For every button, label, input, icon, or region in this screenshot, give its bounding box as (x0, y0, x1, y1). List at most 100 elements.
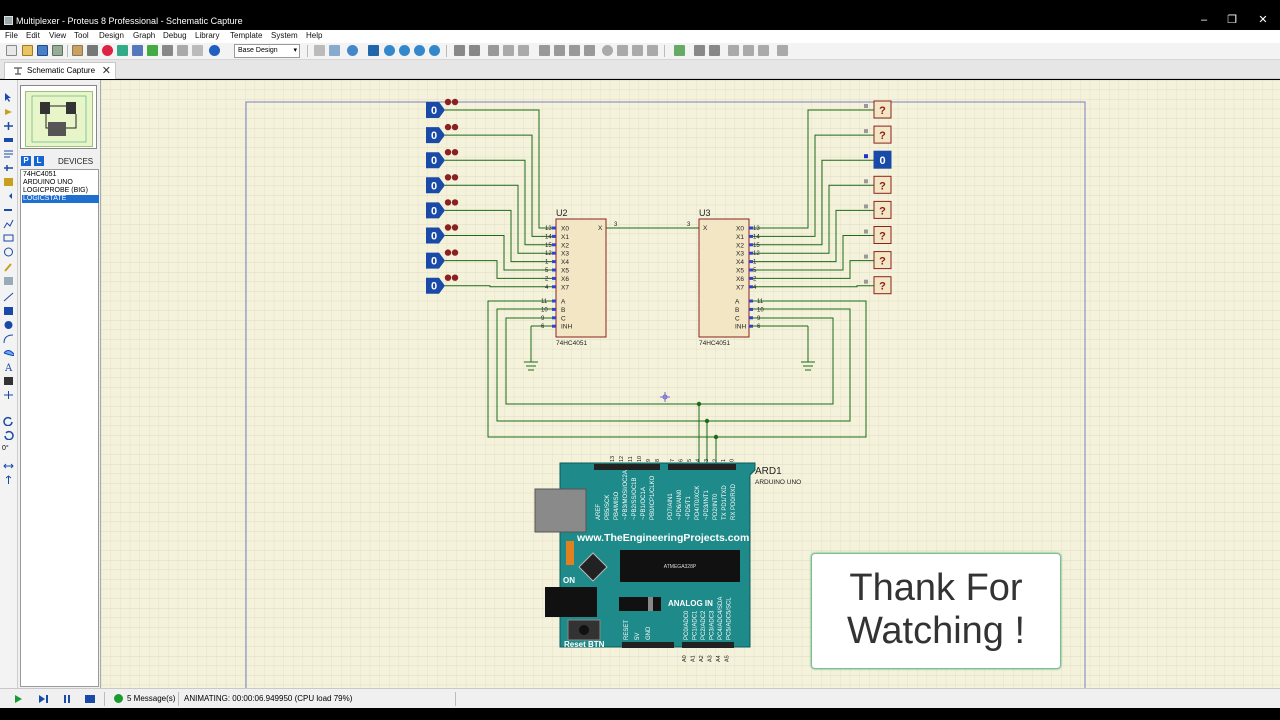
line-icon[interactable] (3, 292, 14, 302)
device-pin-icon[interactable] (3, 205, 14, 215)
arc-icon[interactable] (3, 334, 14, 344)
pick-device-icon[interactable] (602, 45, 613, 56)
graph-icon[interactable] (3, 219, 14, 229)
subcircuit-icon[interactable] (3, 177, 14, 187)
rotate-ccw-icon[interactable] (3, 430, 14, 440)
tape-recorder-icon[interactable] (3, 233, 14, 243)
messages-count[interactable]: 5 Message(s) (127, 694, 176, 703)
gerber-icon[interactable] (132, 45, 143, 56)
remove-sheet-icon[interactable] (743, 45, 754, 56)
copy-icon[interactable] (503, 45, 514, 56)
variant-select[interactable]: Base Design ▾ (234, 44, 300, 58)
path-icon[interactable] (3, 348, 14, 358)
pick-devices-button[interactable]: P (21, 156, 31, 166)
cut-icon[interactable] (488, 45, 499, 56)
import-icon[interactable] (52, 45, 63, 56)
overview-window[interactable] (20, 85, 97, 149)
junction-icon[interactable] (3, 121, 14, 131)
pause-icon[interactable] (61, 693, 73, 705)
new-file-icon[interactable] (6, 45, 17, 56)
save-icon[interactable] (37, 45, 48, 56)
menu-file[interactable]: File (5, 31, 18, 40)
library-manager-button[interactable]: L (34, 156, 44, 166)
device-list-item[interactable]: 74HC4051 (23, 171, 57, 178)
close-tab-icon[interactable]: ✕ (101, 65, 111, 77)
component-mode-icon[interactable] (3, 107, 14, 117)
refresh-icon[interactable] (314, 45, 325, 56)
wire-autorouter-icon[interactable] (674, 45, 685, 56)
packaging-icon[interactable] (632, 45, 643, 56)
search-tag-icon[interactable] (694, 45, 705, 56)
paste-icon[interactable] (518, 45, 529, 56)
text-icon[interactable]: A (3, 362, 14, 372)
device-list-item[interactable]: ARDUINO UNO (23, 179, 73, 186)
select-mode-icon[interactable] (3, 92, 14, 102)
device-list-item[interactable]: LOGICPROBE (BIG) (23, 187, 88, 194)
open-folder-icon[interactable] (22, 45, 33, 56)
menu-system[interactable]: System (271, 31, 298, 40)
mirror-y-icon[interactable] (3, 475, 14, 485)
menu-template[interactable]: Template (230, 31, 263, 40)
bus-icon[interactable] (3, 163, 14, 173)
zoom-out-icon[interactable] (399, 45, 410, 56)
play-icon[interactable] (12, 693, 24, 705)
help-icon[interactable] (209, 45, 220, 56)
source-code-icon[interactable] (177, 45, 188, 56)
symbol-icon[interactable] (3, 376, 14, 386)
terminal-icon[interactable] (3, 191, 14, 201)
arduino-uno[interactable]: ATMEGA328P www.TheEngineeringProjects.co… (534, 456, 801, 662)
menu-debug[interactable]: Debug (163, 31, 187, 40)
new-sheet-icon[interactable] (728, 45, 739, 56)
block-delete-icon[interactable] (584, 45, 595, 56)
maximize-button[interactable]: ❐ (1227, 14, 1237, 26)
3d-view-icon[interactable] (117, 45, 128, 56)
minimize-button[interactable]: – (1200, 14, 1208, 26)
rotate-cw-icon[interactable] (3, 416, 14, 426)
menu-view[interactable]: View (49, 31, 67, 40)
text-script-icon[interactable] (3, 149, 14, 159)
pcb-icon[interactable] (102, 45, 113, 56)
zoom-area-icon[interactable] (429, 45, 440, 56)
mirror-x-icon[interactable] (3, 461, 14, 471)
circle-icon[interactable] (3, 320, 14, 330)
zoom-in-icon[interactable] (384, 45, 395, 56)
home-icon[interactable] (72, 45, 83, 56)
block-move-icon[interactable] (554, 45, 565, 56)
block-rotate-icon[interactable] (569, 45, 580, 56)
rotation-field[interactable]: 0° (2, 445, 9, 452)
origin-icon[interactable] (347, 45, 358, 56)
menu-design[interactable]: Design (99, 31, 124, 40)
make-device-icon[interactable] (617, 45, 628, 56)
pan-icon[interactable] (368, 45, 379, 56)
exit-to-parent-icon[interactable] (758, 45, 769, 56)
stop-icon[interactable] (84, 693, 96, 705)
design-explorer-icon[interactable] (147, 45, 158, 56)
grid-toggle-icon[interactable] (329, 45, 340, 56)
box-icon[interactable] (3, 306, 14, 316)
undo-icon[interactable] (454, 45, 465, 56)
schematic-icon[interactable] (87, 45, 98, 56)
step-icon[interactable] (37, 693, 49, 705)
menu-help[interactable]: Help (306, 31, 323, 40)
menu-graph[interactable]: Graph (133, 31, 156, 40)
menu-library[interactable]: Library (195, 31, 220, 40)
virtual-instrument-icon[interactable] (3, 276, 14, 286)
project-notes-icon[interactable] (192, 45, 203, 56)
zoom-all-icon[interactable] (414, 45, 425, 56)
bom-icon[interactable] (162, 45, 173, 56)
decompose-icon[interactable] (647, 45, 658, 56)
property-assign-icon[interactable] (709, 45, 720, 56)
tab-schematic-capture[interactable]: Schematic Capture ✕ (4, 62, 116, 79)
generator-icon[interactable] (3, 247, 14, 257)
menu-tool[interactable]: Tool (74, 31, 89, 40)
close-window-button[interactable]: ✕ (1258, 14, 1268, 26)
menu-edit[interactable]: Edit (26, 31, 40, 40)
block-copy-icon[interactable] (539, 45, 550, 56)
voltage-probe-icon[interactable] (3, 262, 14, 272)
wire-label-icon[interactable] (3, 135, 14, 145)
redo-icon[interactable] (469, 45, 480, 56)
netlist-icon[interactable] (777, 45, 788, 56)
device-list-item-selected[interactable]: LOGICSTATE (22, 195, 99, 203)
